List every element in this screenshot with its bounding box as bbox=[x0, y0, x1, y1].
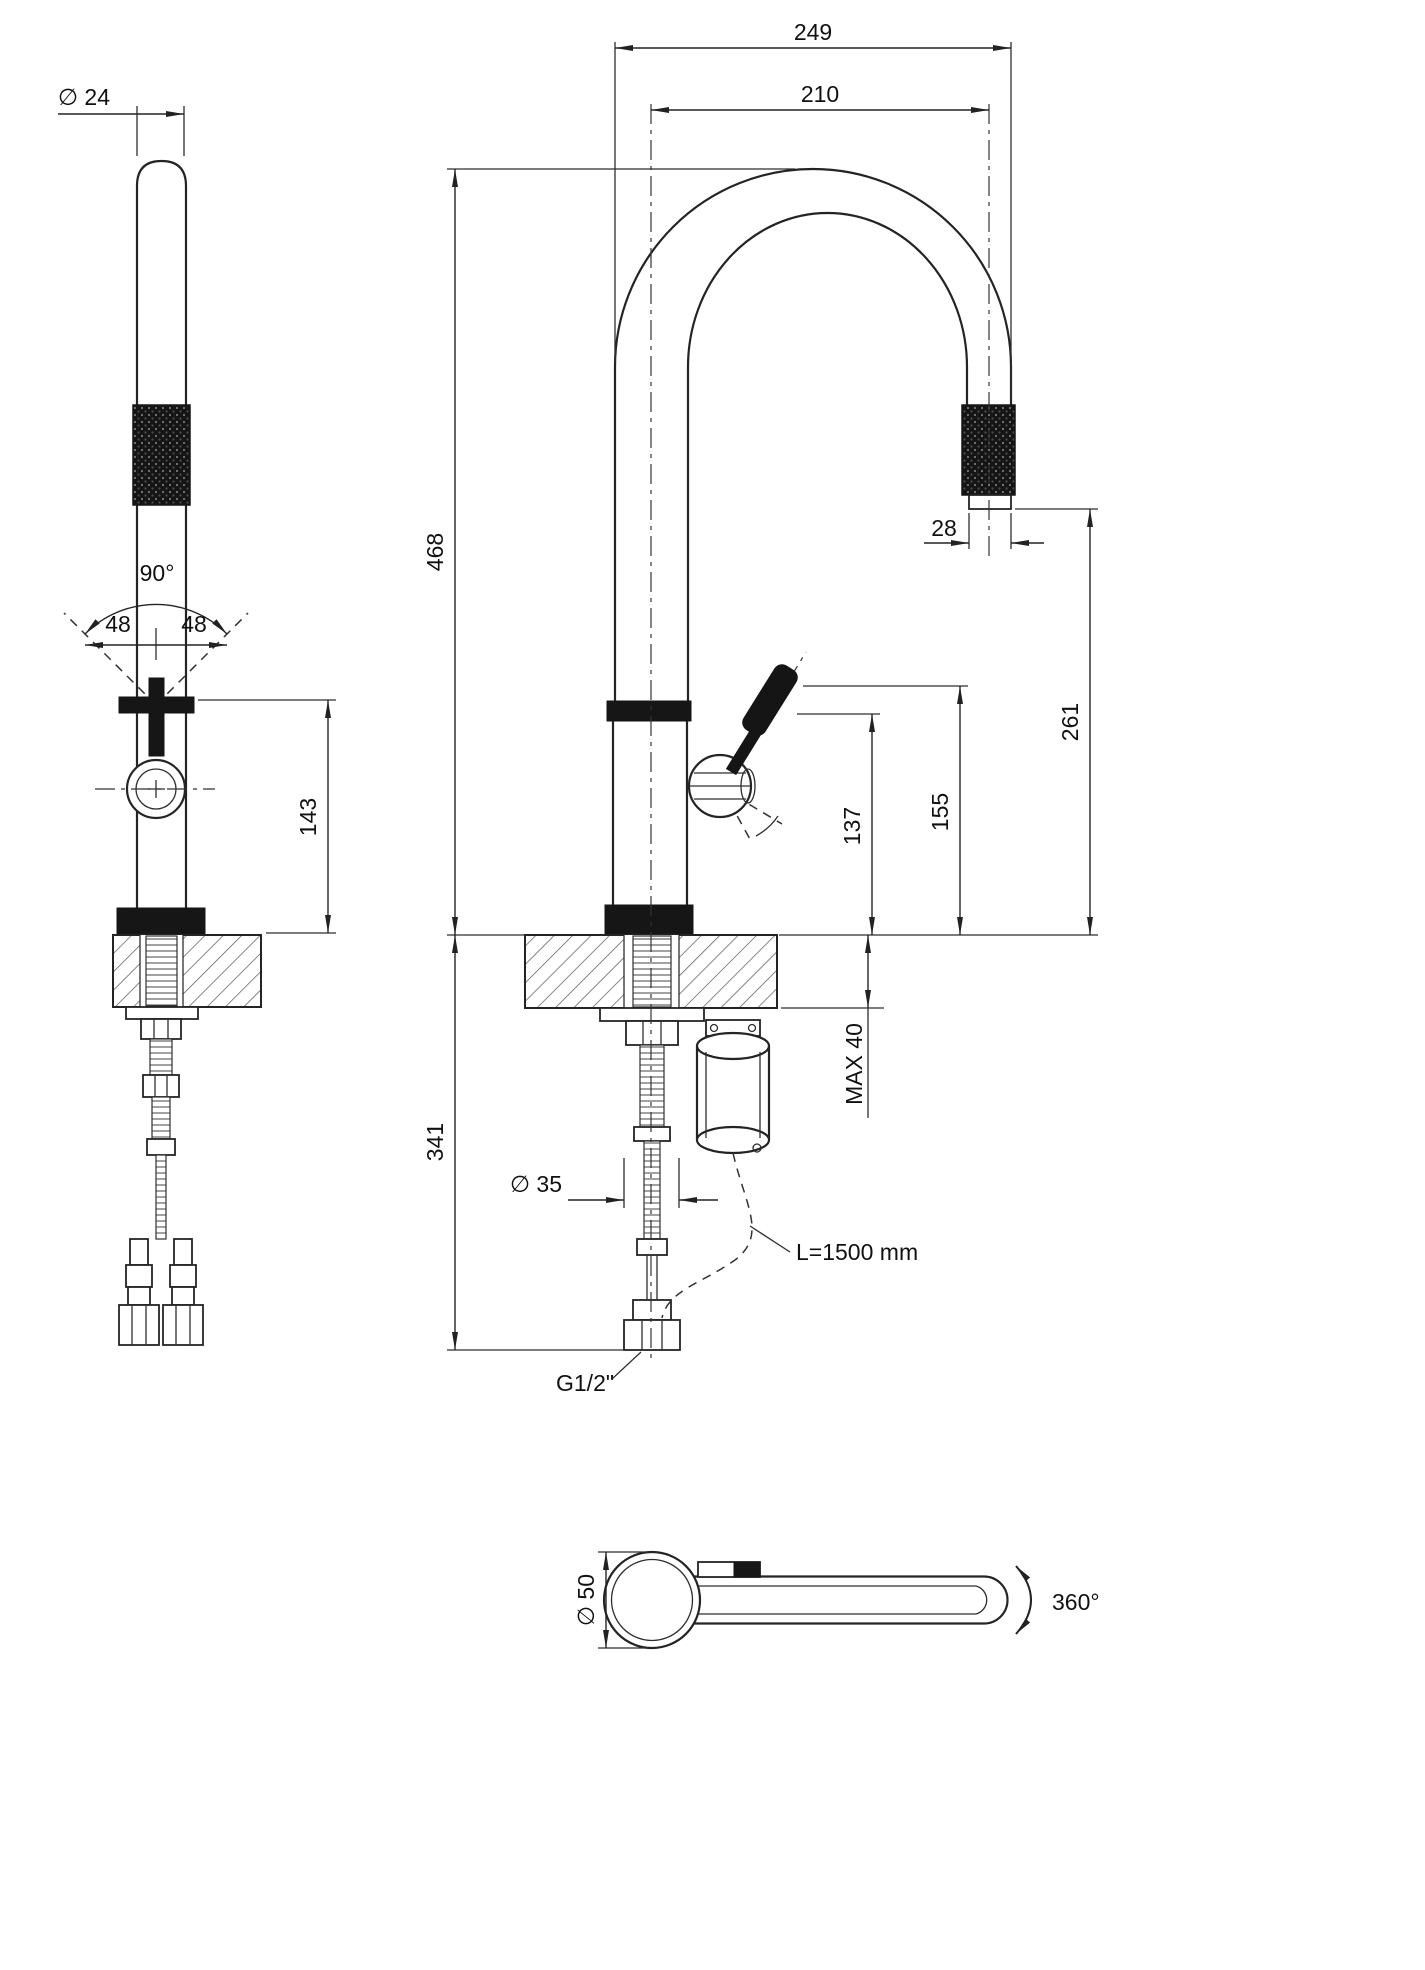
dim-spout-diameter: ∅ 24 bbox=[58, 84, 185, 156]
base-circle bbox=[602, 1550, 702, 1650]
inlet-nut bbox=[623, 1319, 681, 1351]
spout-outer-edge bbox=[613, 167, 1013, 701]
dim-total-reach: 249 bbox=[614, 19, 1012, 400]
dim-spout-diameter-label: ∅ 24 bbox=[58, 84, 110, 110]
rotation-label: 360° bbox=[1052, 1589, 1100, 1615]
dim-handle-top-height: 155 bbox=[803, 685, 968, 935]
dim-outlet-diameter-label: 28 bbox=[931, 515, 957, 541]
dim-hole-diameter: ∅ 35 bbox=[510, 1158, 718, 1208]
dim-total-reach-label: 249 bbox=[794, 19, 832, 45]
front-view: 249 210 468 341 261 bbox=[422, 19, 1098, 1396]
dim-spout-reach-label: 210 bbox=[801, 81, 839, 107]
hose-weight bbox=[695, 1019, 771, 1155]
countertop-side bbox=[112, 934, 262, 1008]
pullout-hose bbox=[661, 1152, 753, 1319]
mounting-hardware-side bbox=[125, 1006, 199, 1240]
valve-body-side bbox=[95, 758, 215, 820]
dim-outlet-diameter: 28 bbox=[924, 513, 1044, 549]
rotation-indicator: 360° bbox=[1015, 1565, 1100, 1635]
dim-handle-height-front: 137 bbox=[797, 713, 880, 935]
dim-handle-top-height-label: 155 bbox=[927, 793, 953, 831]
dim-swing-angle-label: 90° bbox=[140, 560, 175, 586]
dim-spout-reach: 210 bbox=[651, 81, 989, 113]
label-hose-length: L=1500 mm bbox=[749, 1225, 918, 1265]
label-thread-size: G1/2" bbox=[556, 1351, 642, 1396]
base-collar-side bbox=[116, 907, 206, 936]
upper-collar-front bbox=[606, 700, 692, 722]
dim-max-deck-thickness-label: MAX 40 bbox=[841, 1023, 867, 1105]
base-collar-front bbox=[604, 904, 694, 936]
handle-grip bbox=[742, 664, 798, 736]
outlet-tip bbox=[968, 494, 1012, 510]
dim-handle-height-side: 143 bbox=[198, 699, 336, 934]
dim-max-deck-thickness: MAX 40 bbox=[781, 935, 884, 1118]
knurl-grip-side bbox=[132, 404, 191, 506]
dim-base-diameter: ∅ 50 bbox=[573, 1551, 648, 1649]
dim-handle-height-label: 143 bbox=[295, 798, 321, 836]
dim-spout-height: 468 bbox=[422, 168, 795, 936]
side-view: ∅ 24 90° 48 48 bbox=[58, 84, 336, 1346]
spout-inner-edge bbox=[686, 211, 969, 701]
dim-base-diameter-label: ∅ 50 bbox=[573, 1574, 599, 1626]
dim-handle-height-front-label: 137 bbox=[839, 807, 865, 845]
handle-front bbox=[687, 651, 807, 844]
dim-spout-height-label: 468 bbox=[422, 533, 448, 571]
top-view: ∅ 50 360° bbox=[573, 1550, 1100, 1650]
mounting-hardware-front bbox=[599, 1007, 705, 1351]
hose-length-label: L=1500 mm bbox=[796, 1239, 918, 1265]
handle-side bbox=[118, 677, 195, 757]
swing-range: 90° 48 48 bbox=[63, 560, 249, 706]
dim-swing-right-label: 48 bbox=[181, 611, 207, 637]
dim-under-counter-depth-label: 341 bbox=[422, 1123, 448, 1161]
dim-under-counter-depth: 341 bbox=[422, 935, 624, 1351]
dim-hole-diameter-label: ∅ 35 bbox=[510, 1171, 562, 1197]
spout-top-outline bbox=[660, 1575, 1009, 1625]
dim-swing-left-label: 48 bbox=[105, 611, 131, 637]
thread-size-label: G1/2" bbox=[556, 1370, 614, 1396]
dim-outlet-clearance: 261 bbox=[779, 508, 1098, 936]
dim-outlet-clearance-label: 261 bbox=[1057, 703, 1083, 741]
spout-tube-side bbox=[135, 159, 188, 908]
supply-hoses-side bbox=[118, 1238, 204, 1346]
